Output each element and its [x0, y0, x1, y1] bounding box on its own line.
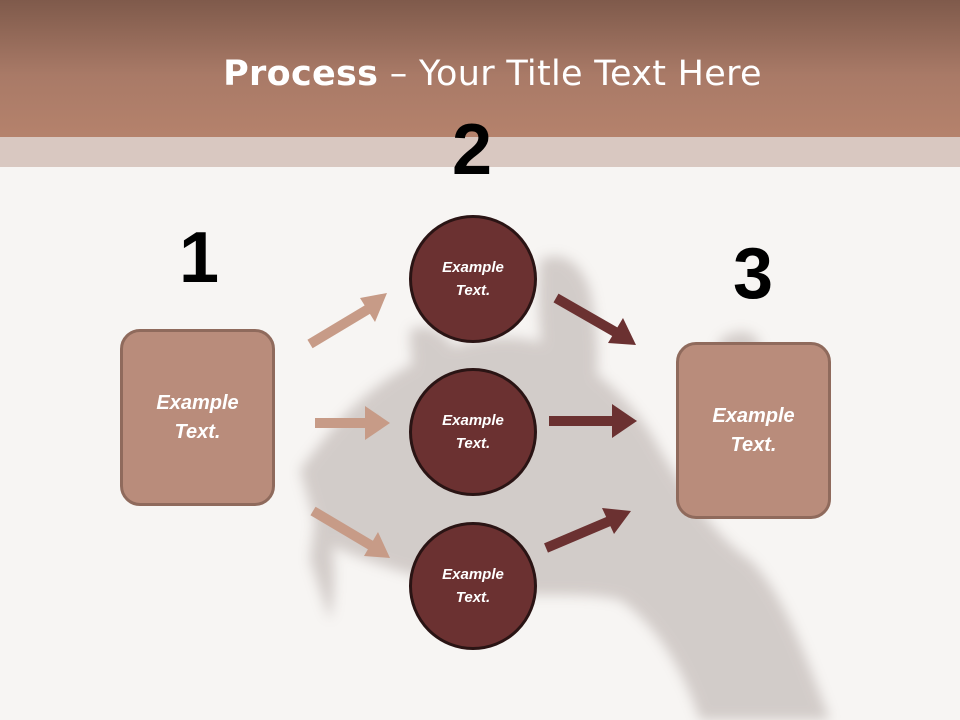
arrow-from-circle-2: [549, 404, 637, 438]
header-band: [0, 137, 960, 167]
step-1-box: Example Text.: [120, 329, 275, 506]
arrow-to-circle-1: [307, 293, 387, 349]
title-bold: Process: [223, 54, 379, 94]
circle-2-text: Example Text.: [442, 412, 504, 452]
step-2-circle-3: Example Text.: [409, 522, 537, 650]
circle-3-text: Example Text.: [442, 566, 504, 606]
header-bar: [0, 0, 960, 137]
step-3-box: Example Text.: [676, 342, 831, 519]
step-2-circle-2: Example Text.: [409, 368, 537, 496]
step-1-text: Example Text.: [156, 391, 239, 443]
step-number-2: 2: [451, 110, 493, 190]
arrow-from-circle-3: [544, 508, 631, 553]
step-3-text: Example Text.: [712, 404, 795, 456]
title-rest: – Your Title Text Here: [378, 54, 762, 94]
step-number-3: 3: [732, 234, 774, 314]
circle-1-text: Example Text.: [442, 259, 504, 299]
step-number-1: 1: [178, 218, 220, 298]
arrow-to-circle-3: [310, 506, 390, 558]
slide-title: Process – Your Title Text Here: [0, 54, 960, 94]
step-2-circle-1: Example Text.: [409, 215, 537, 343]
arrow-from-circle-1: [553, 293, 636, 345]
arrow-to-circle-2: [315, 406, 390, 440]
